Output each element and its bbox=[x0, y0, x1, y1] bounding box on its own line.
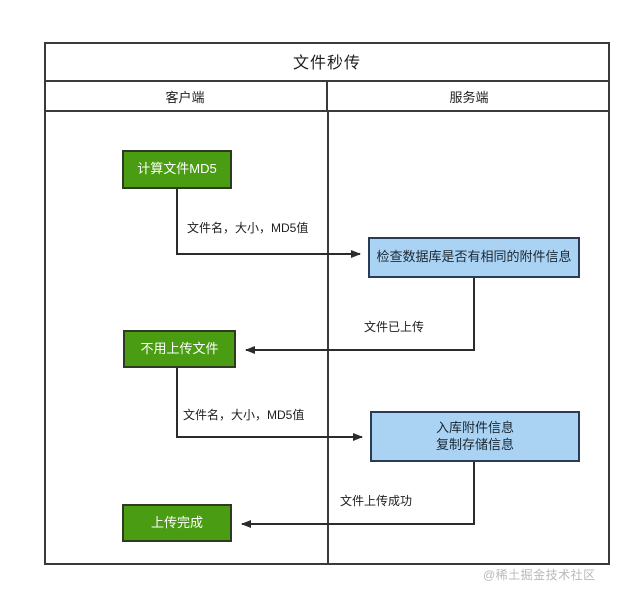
edge-req2 bbox=[176, 368, 363, 441]
node-store-attachment-info-line2: 复制存储信息 bbox=[435, 436, 514, 452]
edge-label-upload-success: 文件上传成功 bbox=[338, 492, 415, 509]
node-store-attachment-info-line1: 入库附件信息 bbox=[435, 420, 514, 436]
node-store-attachment-info[interactable]: 入库附件信息 复制存储信息 bbox=[370, 411, 580, 462]
node-no-upload-needed[interactable]: 不用上传文件 bbox=[123, 330, 236, 368]
edge-uploaded bbox=[245, 278, 475, 354]
watermark: @稀土掘金技术社区 bbox=[483, 568, 596, 582]
lane-header-row: 客户端 服务端 bbox=[44, 82, 610, 112]
edge-req1 bbox=[176, 189, 361, 258]
edge-label-req2: 文件名，大小，MD5值 bbox=[181, 406, 307, 423]
diagram-title-row: 文件秒传 bbox=[44, 42, 610, 82]
lane-header-client: 客户端 bbox=[44, 82, 328, 110]
node-calc-md5[interactable]: 计算文件MD5 bbox=[122, 150, 232, 189]
node-upload-complete[interactable]: 上传完成 bbox=[122, 504, 232, 542]
node-check-database[interactable]: 检查数据库是否有相同的附件信息 bbox=[368, 237, 580, 278]
edge-label-req1: 文件名，大小，MD5值 bbox=[185, 219, 311, 236]
edge-success bbox=[241, 462, 475, 528]
lane-header-server: 服务端 bbox=[449, 89, 489, 105]
page-title: 文件秒传 bbox=[292, 55, 361, 72]
lane-divider bbox=[327, 112, 329, 563]
edge-label-file-already-uploaded: 文件已上传 bbox=[362, 318, 427, 335]
